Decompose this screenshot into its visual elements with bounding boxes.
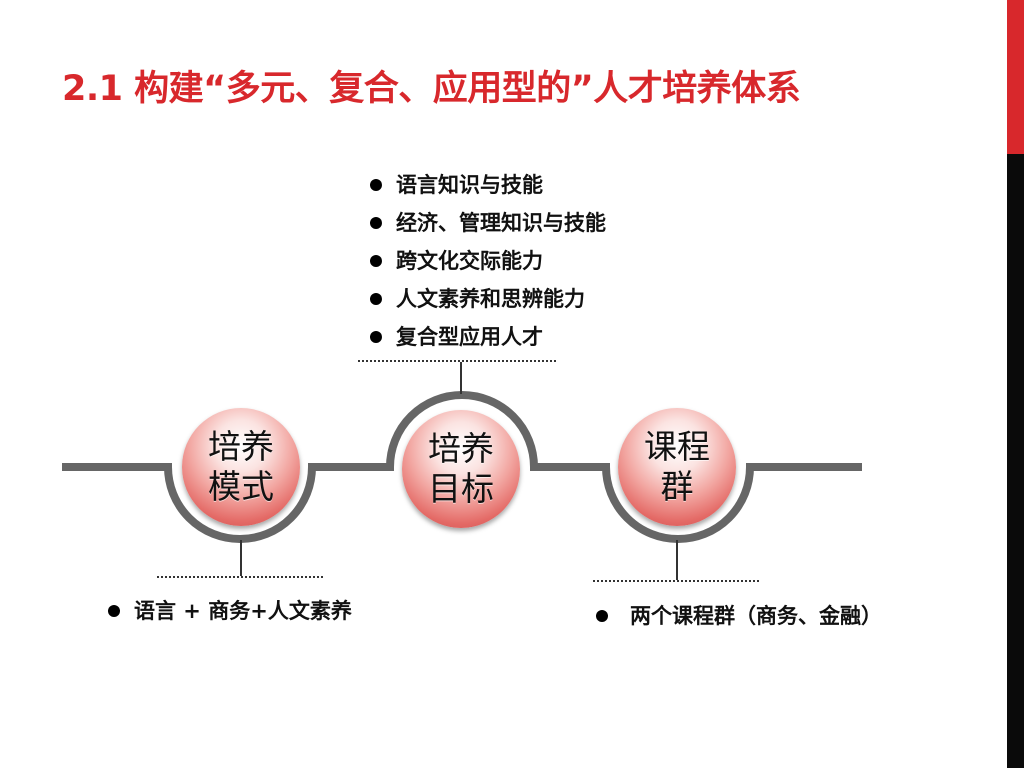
node-training-mode: 培养 模式	[182, 408, 300, 526]
slide-title: 2.1 构建“多元、复合、应用型的”人才培养体系	[62, 69, 801, 109]
bullet-dot-icon	[108, 605, 120, 617]
node-label-line: 模式	[208, 467, 274, 506]
list-item: 语言 + 商务+人文素养	[104, 592, 352, 630]
bullet-dot-icon	[596, 610, 608, 622]
node-course-group: 课程 群	[618, 408, 736, 526]
bullet-dot-icon	[370, 217, 382, 229]
bullet-dot-icon	[370, 293, 382, 305]
bullet-dot-icon	[370, 255, 382, 267]
node-training-goal: 培养 目标	[402, 410, 520, 528]
list-item: 跨文化交际能力	[366, 242, 606, 280]
node-label: 培养 模式	[196, 427, 286, 507]
node-label-line: 培养	[428, 429, 494, 468]
node-label-line: 目标	[428, 469, 494, 508]
bullet-dot-icon	[370, 179, 382, 191]
side-accent-bar-red	[1007, 0, 1024, 154]
goal-bullet-list: 语言知识与技能 经济、管理知识与技能 跨文化交际能力 人文素养和思辨能力 复合型…	[366, 166, 606, 356]
mode-bullet-list: 语言 + 商务+人文素养	[104, 592, 352, 630]
list-item-text: 两个课程群（商务、金融）	[630, 604, 882, 628]
bullet-dot-icon	[370, 331, 382, 343]
process-track-line	[62, 391, 862, 543]
list-item-text: 复合型应用人才	[396, 325, 543, 349]
node-label: 培养 目标	[416, 429, 506, 509]
node-label-line: 群	[660, 467, 694, 506]
node-label: 课程 群	[632, 427, 722, 507]
list-item-text: 语言知识与技能	[396, 173, 543, 197]
side-accent-bar-black	[1007, 154, 1024, 768]
list-item: 复合型应用人才	[366, 318, 606, 356]
node-label-line: 课程	[644, 427, 710, 466]
course-bullet-list: 两个课程群（商务、金融）	[592, 597, 882, 635]
list-item-text: 跨文化交际能力	[396, 249, 543, 273]
list-item-text: 经济、管理知识与技能	[396, 211, 606, 235]
list-item: 人文素养和思辨能力	[366, 280, 606, 318]
list-item: 经济、管理知识与技能	[366, 204, 606, 242]
node-label-line: 培养	[208, 427, 274, 466]
list-item-text: 人文素养和思辨能力	[396, 287, 585, 311]
list-item: 两个课程群（商务、金融）	[592, 597, 882, 635]
list-item: 语言知识与技能	[366, 166, 606, 204]
list-item-text: 语言 + 商务+人文素养	[134, 599, 352, 623]
